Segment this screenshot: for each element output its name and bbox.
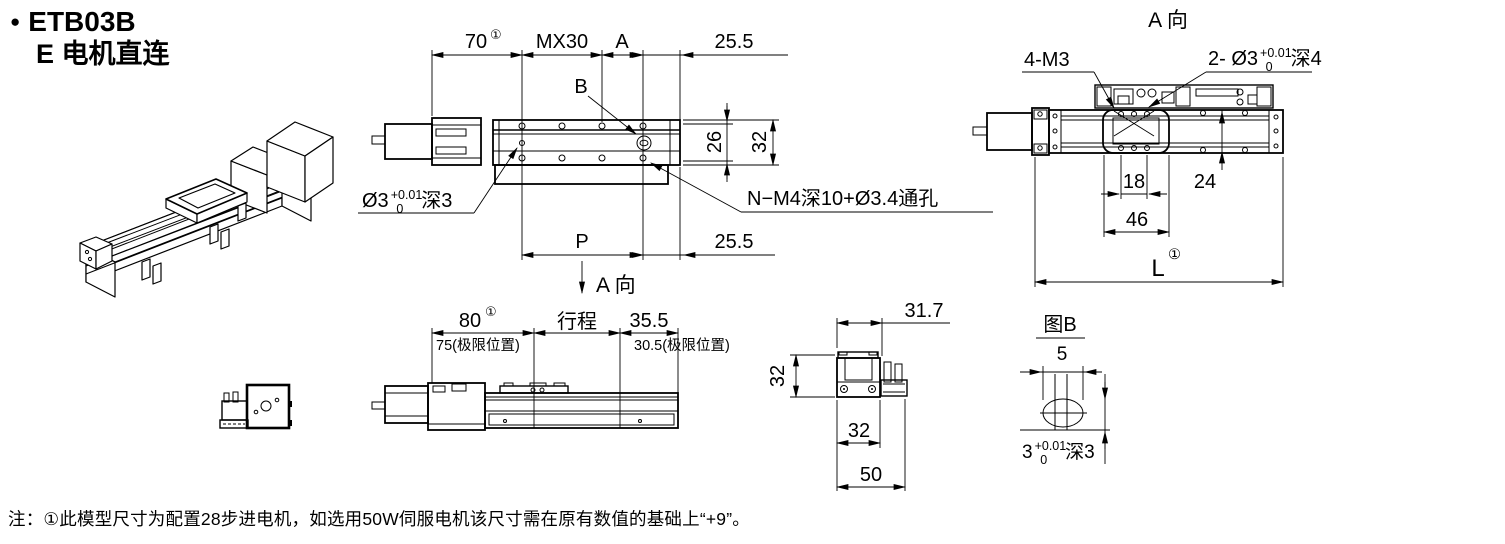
a-view-part [972, 107, 1284, 156]
dim-label-p: P [575, 231, 588, 253]
dim-l-footnote-icon: ① [1168, 247, 1181, 263]
limit-position-left: 75(极限位置) [436, 337, 520, 354]
dim-label-24: 24 [1194, 171, 1216, 193]
view-direction-a-label: A 向 [596, 274, 636, 297]
dim-label-25-5-bottom: 25.5 [715, 231, 754, 253]
dim-label-50: 50 [860, 464, 882, 486]
dim-label-mx30: MX30 [536, 31, 588, 53]
dim-label-32-plan: 32 [749, 131, 771, 153]
detail-b-callout: B [574, 76, 587, 98]
label-4-m3: 4-M3 [1024, 49, 1070, 71]
a-view-top-strip [1094, 84, 1274, 109]
dim-label-5: 5 [1057, 344, 1068, 365]
model-title-row: ● ETB03B [10, 6, 170, 38]
model-title: ETB03B [28, 6, 136, 37]
footnote: 注：①此模型尺寸为配置28步进电机，如选用50W伺服电机该尺寸需在原有数值的基础… [8, 509, 750, 529]
dim-label-70: 70 [465, 31, 487, 53]
isometric-illustration [79, 121, 334, 298]
side-part [371, 382, 679, 431]
dim-80-footnote-icon: ① [485, 304, 497, 319]
section-part [836, 351, 908, 398]
dim-label-35-5: 35.5 [630, 310, 669, 332]
end-view-illustration [219, 383, 292, 430]
dim-label-80: 80 [459, 310, 481, 332]
page-header: ● ETB03B E 电机直连 [10, 6, 170, 70]
plan-part [371, 117, 681, 185]
section-dimensions: 31.7 32 32 50 [767, 300, 950, 491]
dim-label-l: L [1151, 255, 1164, 282]
side-view: 80 ① 行程 35.5 75(极限位置) 30.5(极限位置) [371, 304, 730, 431]
limit-position-right: 30.5(极限位置) [634, 337, 730, 354]
dim-label-18: 18 [1123, 171, 1145, 193]
thread-note: N−M4深10+Ø3.4通孔 [747, 187, 938, 210]
dim-label-a: A [615, 31, 629, 53]
slot-b-hole [636, 135, 652, 151]
dim-label-25-5-top: 25.5 [715, 31, 754, 53]
a-view-title: A 向 [1148, 9, 1188, 32]
rail-cross-section-small [219, 391, 249, 429]
dim-label-31-7: 31.7 [905, 300, 944, 322]
side-dimensions: 80 ① 行程 35.5 75(极限位置) 30.5(极限位置) [430, 304, 730, 428]
rail-end-block [79, 236, 113, 270]
dim-70-footnote-icon: ① [490, 27, 502, 42]
dim-label-46: 46 [1126, 209, 1148, 231]
dim-label-32-bottom: 32 [848, 420, 870, 442]
carriage-3d [165, 178, 248, 224]
stroke-label: 行程 [557, 310, 597, 333]
motor-3d [266, 121, 334, 203]
detail-b-title: 图B [1043, 314, 1076, 336]
a-view-dimensions: 18 24 46 L ① [1033, 110, 1285, 287]
model-subtitle: E 电机直连 [36, 39, 170, 69]
bullet-icon: ● [10, 12, 21, 31]
sensor-brackets-3d [141, 202, 247, 285]
dim-label-26: 26 [704, 131, 726, 153]
section-view: 31.7 32 32 50 [767, 300, 950, 491]
dim-label-32-left: 32 [767, 365, 789, 387]
